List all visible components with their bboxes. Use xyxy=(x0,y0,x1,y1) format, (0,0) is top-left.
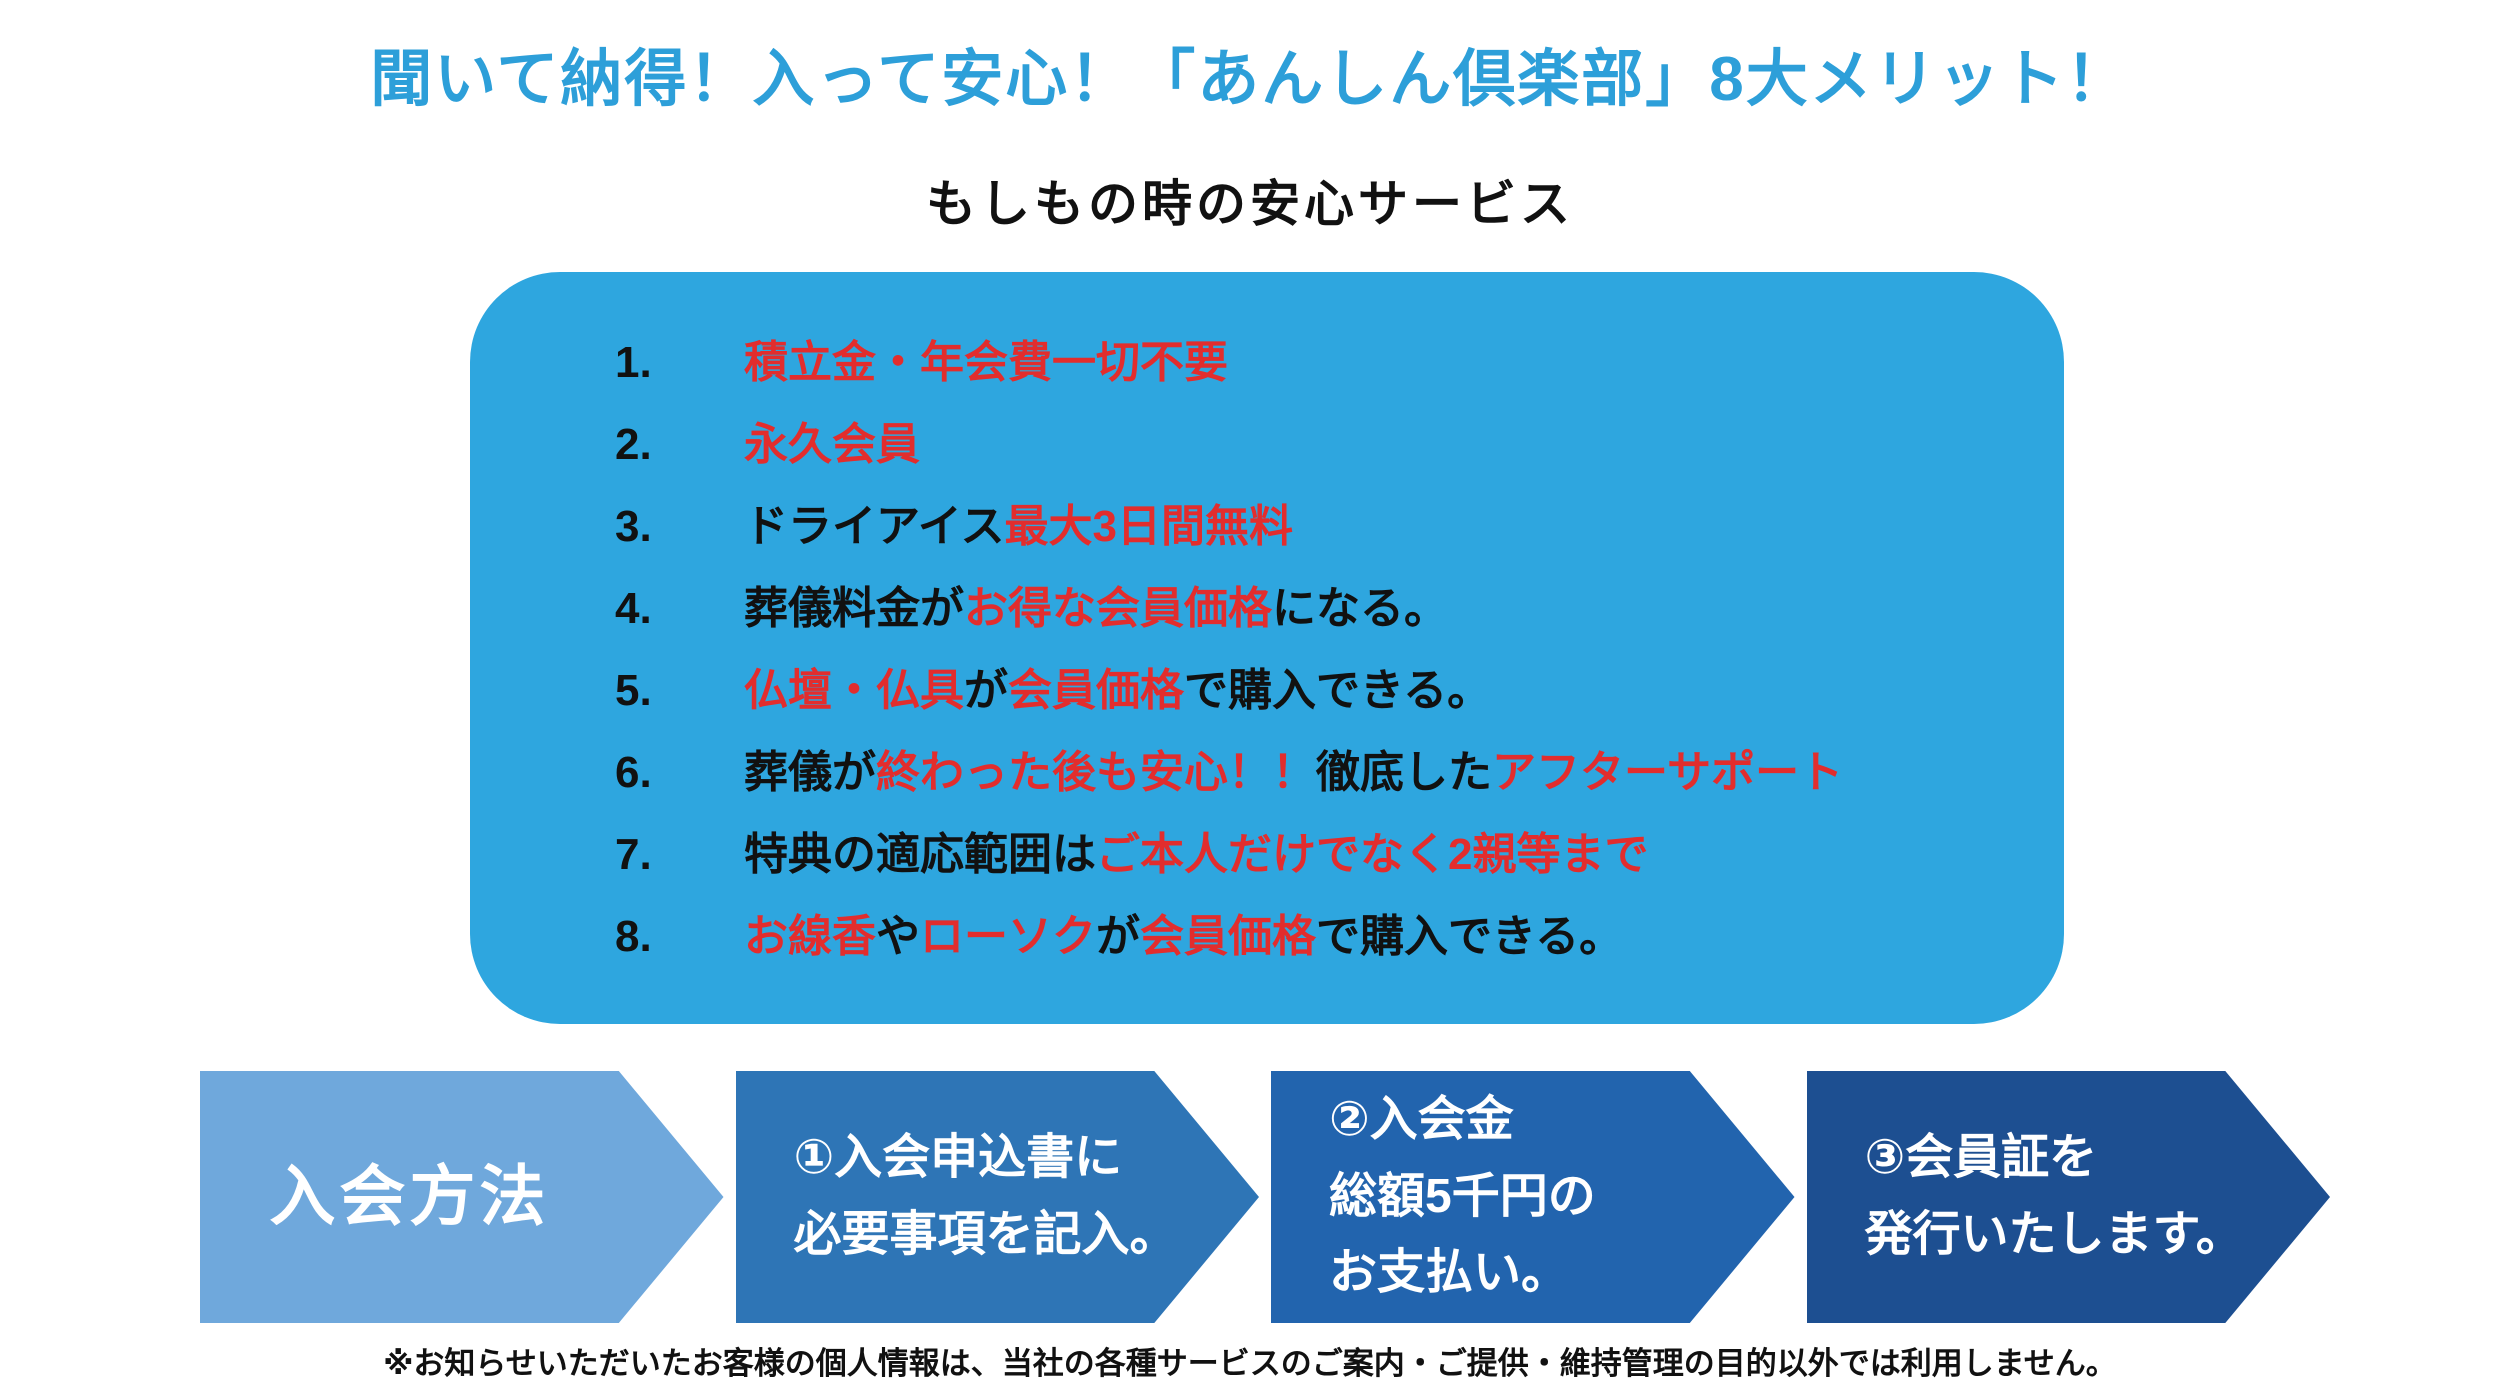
benefit-text: 仏壇・仏具が会員価格で購入できる。 xyxy=(744,669,1491,713)
benefit-list: 1. 積立金・年会費一切不要 2. 永久会員 3. ドライアイス最大3日間無料 4. 葬儀料金… xyxy=(615,322,2004,978)
benefit-text-plain: ドライアイス xyxy=(744,502,1005,551)
benefit-text-emphasis: 仏壇・仏具 xyxy=(744,666,964,715)
benefit-text: 特典の適応範囲はご本人だけでなく2親等まで xyxy=(744,833,1648,877)
flow-step-content: ③会員証を 発行いたします。 xyxy=(1807,1071,2331,1323)
benefit-text-plain: 葬儀料金が xyxy=(744,584,964,633)
benefit-text: 葬儀料金がお得な会員価格になる。 xyxy=(744,587,1448,631)
flow-step-line: 発行いたします。 xyxy=(1864,1208,2244,1261)
flow-step-application-form: ①入会申込書に 必要事項を記入。 xyxy=(735,1071,1260,1323)
arrow-right-shape xyxy=(735,1071,1259,1323)
benefit-text-plain: で購入できる。 xyxy=(1316,912,1624,961)
benefit-text-plain: が xyxy=(1096,912,1140,961)
arrow-right-shape xyxy=(200,1071,724,1323)
benefit-text-emphasis: 会員価格 xyxy=(1008,666,1184,715)
benefit-text: 永久会員 xyxy=(744,423,920,467)
benefit-number: 7. xyxy=(615,830,652,879)
benefit-text-emphasis: アフターサポート xyxy=(1492,748,1844,797)
benefit-text-emphasis: 永久会員 xyxy=(744,420,920,469)
benefit-item: 7. 特典の適応範囲はご本人だけでなく2親等まで xyxy=(615,814,2004,896)
arrow-right-shape xyxy=(1271,1071,1795,1323)
benefits-panel: 1. 積立金・年会費一切不要 2. 永久会員 3. ドライアイス最大3日間無料 4. 葬儀料金… xyxy=(470,272,2064,1024)
benefit-number: 5. xyxy=(615,666,652,715)
benefit-text: 葬儀が終わった後も安心！！徹底したアフターサポート xyxy=(744,751,1843,795)
flow-step-line: ③会員証を xyxy=(1864,1131,2098,1185)
privacy-note: ※お知らせいただいたお客様の個人情報は、当社の各種サービスのご案内・ご提供・維持… xyxy=(383,1346,2117,1381)
flow-step-content: 入会方法 xyxy=(200,1071,724,1323)
benefit-text-emphasis: 終わった後も安心！！ xyxy=(876,748,1316,797)
flow-step-line: 必要事項を記入。 xyxy=(793,1208,1178,1261)
benefit-number: 4. xyxy=(615,584,652,633)
benefit-text-emphasis: お線香 xyxy=(744,912,876,961)
enrollment-flow: 入会方法 ①入会申込書に 必要事項を記入。 ②入会金 総額5千円の お支払い。 … xyxy=(200,1071,2330,1323)
benefit-text-plain: 徹底した xyxy=(1316,748,1492,797)
benefit-text: 積立金・年会費一切不要 xyxy=(744,341,1228,385)
benefit-item: 3. ドライアイス最大3日間無料 xyxy=(615,486,2004,568)
benefit-item: 5. 仏壇・仏具が会員価格で購入できる。 xyxy=(615,650,2004,732)
benefit-number: 8. xyxy=(615,912,652,961)
benefit-text-emphasis: 最大3日間無料 xyxy=(1004,502,1293,551)
flow-step-content: ②入会金 総額5千円の お支払い。 xyxy=(1271,1071,1795,1323)
flow-step-payment: ②入会金 総額5千円の お支払い。 xyxy=(1271,1071,1795,1323)
benefit-text-emphasis: お得な会員価格 xyxy=(964,584,1272,633)
benefit-number: 3. xyxy=(615,502,652,551)
benefit-item: 4. 葬儀料金がお得な会員価格になる。 xyxy=(615,568,2004,650)
flow-step-membership-card: ③会員証を 発行いたします。 xyxy=(1806,1071,2331,1323)
benefit-text-emphasis: ローソク xyxy=(920,912,1096,961)
benefit-number: 6. xyxy=(615,748,652,797)
flow-step-line: ②入会金 xyxy=(1329,1092,1514,1146)
flow-step-title: 入会方法 xyxy=(269,1159,550,1234)
flow-step-line: ①入会申込書に xyxy=(793,1131,1123,1185)
benefit-item: 1. 積立金・年会費一切不要 xyxy=(615,322,2004,404)
page-title: 聞いて納得！入って安心！「あんしん倶楽部」8大メリット！ xyxy=(370,45,2130,114)
benefit-text: お線香やローソクが会員価格で購入できる。 xyxy=(744,915,1623,959)
benefit-text-plain: で購入できる。 xyxy=(1184,666,1492,715)
benefit-text-plain: 葬儀が xyxy=(744,748,876,797)
benefit-number: 1. xyxy=(615,338,652,387)
flow-step-how-to-join: 入会方法 xyxy=(200,1071,724,1323)
flow-step-line: 総額5千円の xyxy=(1329,1169,1596,1223)
benefit-text-plain: や xyxy=(876,912,920,961)
benefit-number: 2. xyxy=(615,420,652,469)
arrow-right-shape xyxy=(1806,1071,2330,1323)
page-subtitle: もしもの時の安心サービス xyxy=(926,176,1574,232)
flow-step-line: お支払い。 xyxy=(1329,1246,1570,1300)
benefit-text-plain: 特典の適応範囲は xyxy=(744,830,1096,879)
benefit-item: 8. お線香やローソクが会員価格で購入できる。 xyxy=(615,896,2004,978)
benefit-text: ドライアイス最大3日間無料 xyxy=(744,505,1293,549)
benefit-text-emphasis: ご本人だけでなく2親等まで xyxy=(1096,830,1649,879)
benefit-text-plain: になる。 xyxy=(1272,584,1448,633)
flow-step-content: ①入会申込書に 必要事項を記入。 xyxy=(736,1071,1260,1323)
benefit-text-emphasis: 会員価格 xyxy=(1140,912,1316,961)
benefit-item: 2. 永久会員 xyxy=(615,404,2004,486)
benefit-item: 6. 葬儀が終わった後も安心！！徹底したアフターサポート xyxy=(615,732,2004,814)
benefit-text-plain: が xyxy=(964,666,1008,715)
benefit-text-emphasis: 積立金・年会費一切不要 xyxy=(744,338,1228,387)
